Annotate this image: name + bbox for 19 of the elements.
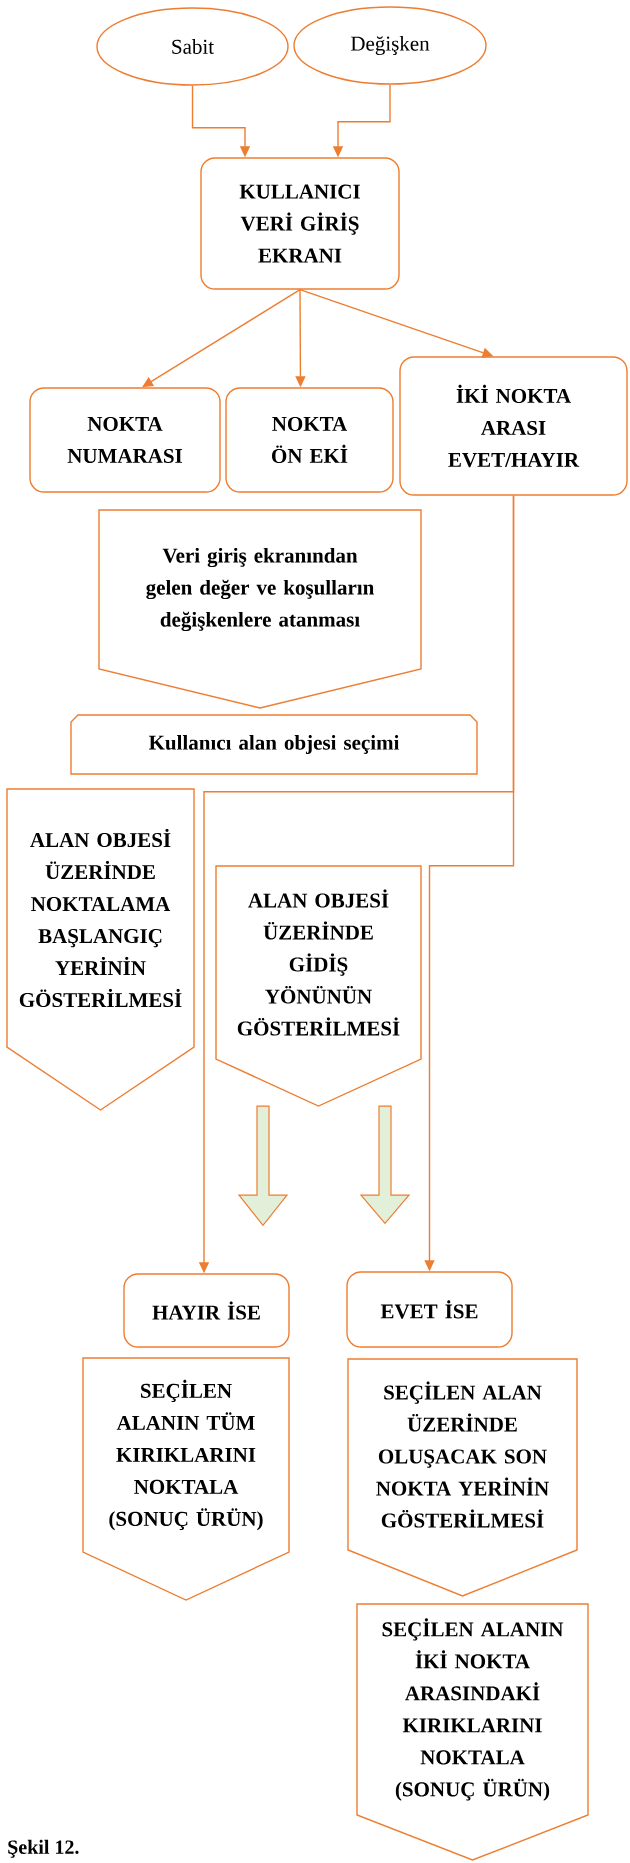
- ellipse-node: Sabit: [96, 7, 289, 86]
- chamfered-box: Kullanıcı alan objesi seçimi: [70, 714, 478, 775]
- figure-caption: Şekil 12.: [8, 1839, 79, 1858]
- block-arrow: [359, 1105, 411, 1225]
- pentagon-box: ALAN OBJESİ ÜZERİNDE GİDİŞ YÖNÜNÜN GÖSTERİLMESİ: [215, 865, 422, 1107]
- pentagon-box: SEÇİLEN ALANIN TÜM KIRIKLARINI NOKTALA (SONUÇ ÜRÜN): [82, 1357, 290, 1601]
- process-box: HAYIR İSE: [123, 1273, 290, 1348]
- pentagon-box: Veri giriş ekranından gelen değer ve koşulların değişkenlere atanması: [98, 509, 422, 709]
- block-arrow: [237, 1105, 289, 1227]
- pentagon-box: SEÇİLEN ALAN ÜZERİNDE OLUŞACAK SON NOKTA YERİNİN GÖSTERİLMESİ: [347, 1358, 578, 1597]
- process-box: NOKTA NUMARASI: [29, 387, 221, 493]
- arrow: [142, 289, 301, 388]
- process-box: İKİ NOKTA ARASI EVET/HAYIR: [399, 356, 628, 496]
- pentagon-box: ALAN OBJESİ ÜZERİNDE NOKTALAMA BAŞLANGIÇ YERİNİN GÖSTERİLMESİ: [6, 788, 195, 1111]
- pentagon-box: SEÇİLEN ALANIN İKİ NOKTA ARASINDAKİ KIRIKLARINI NOKTALA (SONUÇ ÜRÜN): [356, 1603, 589, 1861]
- process-box: NOKTA ÖN EKİ: [225, 387, 394, 493]
- ellipse-node: Değişken: [293, 6, 487, 85]
- process-box: KULLANICI VERİ GİRİŞ EKRANI: [200, 157, 400, 290]
- process-box: EVET İSE: [346, 1271, 513, 1348]
